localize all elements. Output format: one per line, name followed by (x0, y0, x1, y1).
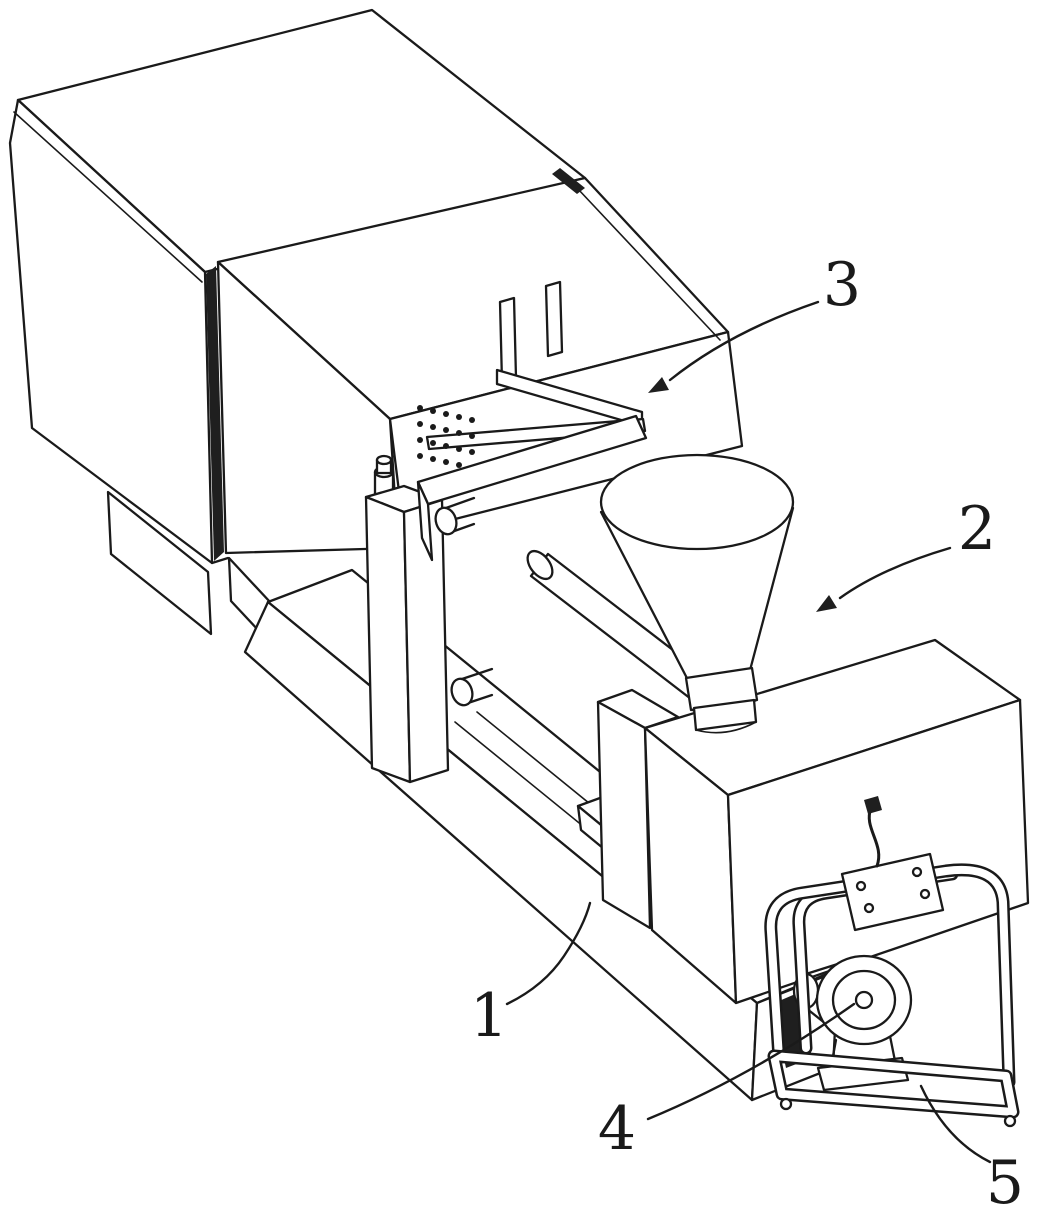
ref-label-2: 2 (958, 494, 996, 564)
arrowhead-2 (816, 595, 837, 612)
leader-line-4 (646, 1002, 856, 1121)
ridge-notch (552, 168, 585, 194)
ref-label-5: 5 (986, 1148, 1024, 1211)
tie-bar-end-upper (434, 496, 476, 536)
support-column (364, 454, 450, 784)
guide-bar (425, 417, 647, 451)
cart-frame (764, 863, 1020, 1128)
arrowhead-3 (648, 377, 669, 393)
leader-line-3 (668, 300, 820, 382)
housing-vent-holes (417, 405, 475, 471)
ref-label-3: 3 (823, 250, 861, 320)
annotations: 1 2 3 4 5 (470, 250, 1024, 1211)
motor (815, 954, 913, 1046)
cart-foot (1003, 1114, 1017, 1128)
ref-label-4: 4 (598, 1094, 636, 1164)
cable-connector (864, 796, 882, 814)
leader-line-2 (838, 546, 952, 600)
carriage-block (596, 688, 680, 930)
tie-bar-end-lower (450, 667, 494, 707)
leader-line-5 (919, 1084, 992, 1164)
bolt-icon (375, 454, 393, 466)
cart-assembly (764, 796, 1020, 1128)
ref-label-1: 1 (470, 981, 508, 1051)
platen (416, 414, 648, 707)
leader-line-1 (505, 901, 592, 1006)
cart-foot (779, 1097, 793, 1111)
hopper (599, 453, 795, 734)
power-cable (864, 796, 882, 868)
mounting-bracket (840, 852, 945, 932)
